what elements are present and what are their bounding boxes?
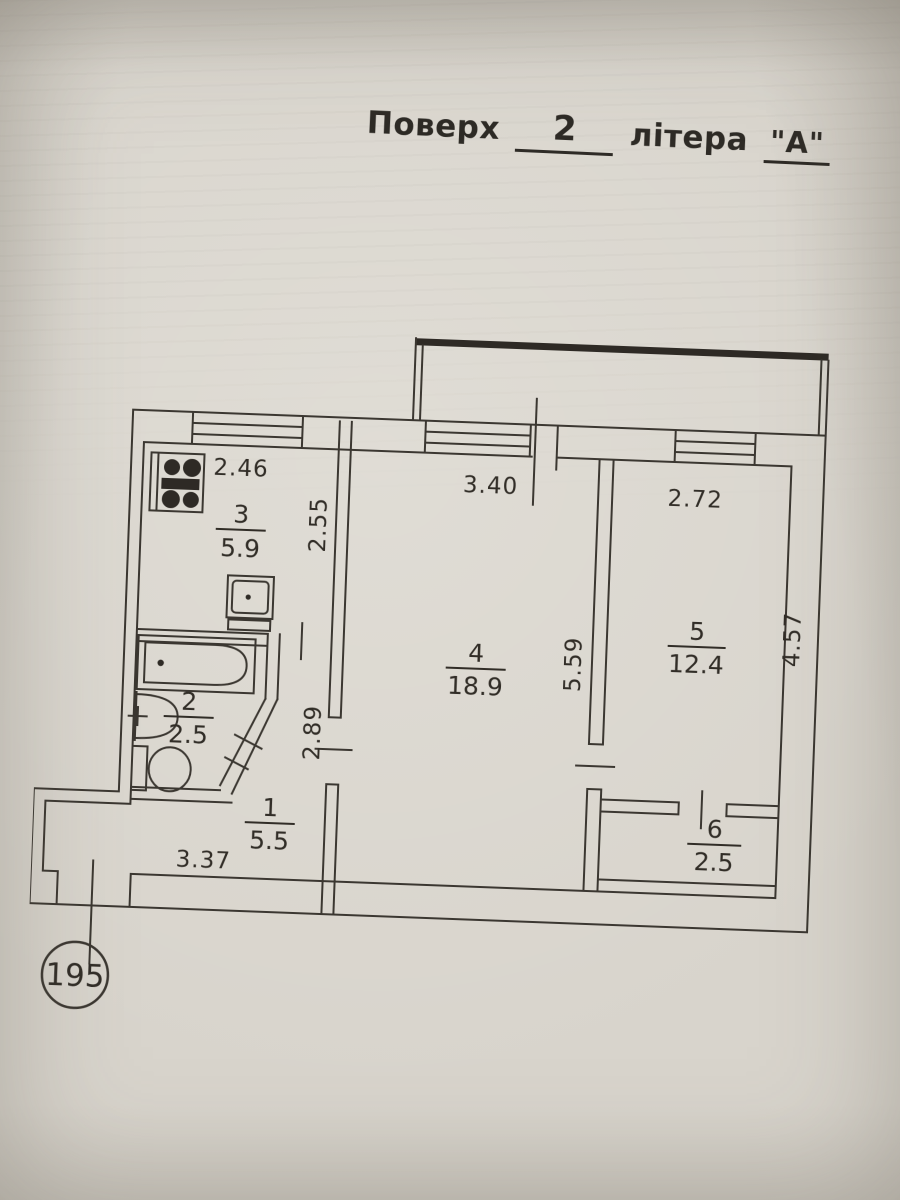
living-room-window: [423, 419, 532, 458]
kitchen-window: [190, 410, 305, 450]
balcony: [411, 337, 830, 437]
dim-living-depth: 5.59: [560, 636, 588, 692]
dim-bedroom-width: 2.72: [667, 486, 723, 514]
bathroom-number: 2: [181, 687, 198, 717]
dim-hall-depth: 2.89: [299, 705, 327, 761]
bedroom-number: 5: [689, 617, 706, 647]
apartment-number-badge: 195: [40, 940, 110, 1010]
room-labels: 3 5.9 2 2.5 1 5.5 4 18.9 5 12.4 6 2.5: [163, 499, 742, 877]
kitchen-number: 3: [233, 499, 250, 529]
dim-living-width: 3.40: [462, 472, 518, 500]
dim-kitchen-width: 2.46: [213, 455, 269, 483]
hallway-number: 1: [262, 793, 279, 823]
dim-hall-width: 3.37: [175, 847, 231, 875]
dim-bedroom-depth: 4.57: [779, 611, 807, 667]
floor-plan-drawing: 3 5.9 2 2.5 1 5.5 4 18.9 5 12.4 6 2.5: [28, 337, 830, 1010]
room-label-hallway: 1 5.5: [244, 793, 295, 856]
closet-area: 2.5: [693, 847, 734, 877]
balcony-door: [531, 397, 559, 506]
room-label-closet: 6 2.5: [687, 814, 742, 877]
bedroom-window: [673, 428, 757, 467]
hallway-area: 5.5: [249, 825, 290, 855]
room-label-kitchen: 3 5.9: [215, 499, 266, 563]
apartment-number: 195: [45, 957, 105, 995]
interior-wall-living-bedroom: [575, 458, 616, 893]
kitchen-sink-icon: [225, 574, 276, 632]
interior-wall-hall-living: [314, 420, 353, 916]
washbasin-icon: [127, 690, 179, 741]
closet-number: 6: [706, 814, 723, 844]
living-area: 18.9: [447, 671, 504, 702]
room-label-bedroom: 5 12.4: [667, 617, 726, 680]
room-label-bathroom: 2 2.5: [163, 687, 214, 750]
dimension-labels: 2.46 3.40 2.72 2.55 5.59 4.57 2.89 3.37: [175, 455, 807, 875]
bathroom-walls: [129, 644, 281, 804]
room-label-living: 4 18.9: [445, 638, 506, 702]
bedroom-area: 12.4: [668, 649, 725, 680]
bathroom-area: 2.5: [168, 719, 209, 749]
stove-icon: [148, 451, 206, 514]
floor-plan: 3 5.9 2 2.5 1 5.5 4 18.9 5 12.4 6 2.5: [25, 319, 861, 1069]
living-number: 4: [468, 638, 485, 668]
dim-kitchen-depth: 2.55: [305, 497, 333, 553]
bathtub-icon: [135, 633, 257, 695]
closet-walls: [596, 790, 780, 888]
toilet-icon: [129, 744, 192, 793]
kitchen-area: 5.9: [220, 533, 261, 563]
